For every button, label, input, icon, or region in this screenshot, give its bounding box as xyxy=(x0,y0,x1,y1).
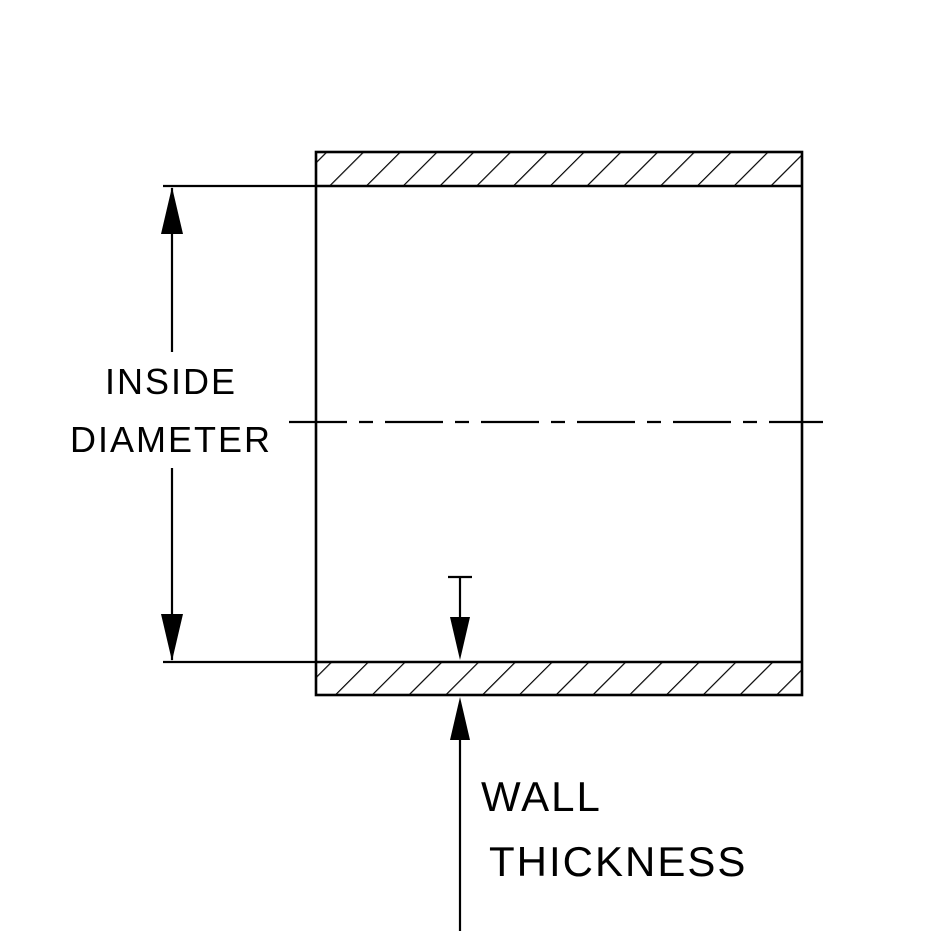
wall-thickness-label-line1: WALL xyxy=(481,773,602,820)
inside-diameter-arrow-up-icon xyxy=(161,187,183,234)
wall-thickness-label-line2: THICKNESS xyxy=(489,838,747,885)
tube-top-wall-hatch xyxy=(317,153,801,186)
inside-diameter-label-line2: DIAMETER xyxy=(70,419,272,460)
inside-diameter-label-line1: INSIDE xyxy=(105,361,237,402)
wall-thickness-arrow-down-icon xyxy=(450,617,470,660)
tube-bottom-wall-hatch xyxy=(317,662,801,694)
tube-outline xyxy=(314,150,804,697)
inside-diameter-arrow-down-icon xyxy=(161,614,183,661)
wall-thickness-arrow-up-icon xyxy=(450,697,470,740)
